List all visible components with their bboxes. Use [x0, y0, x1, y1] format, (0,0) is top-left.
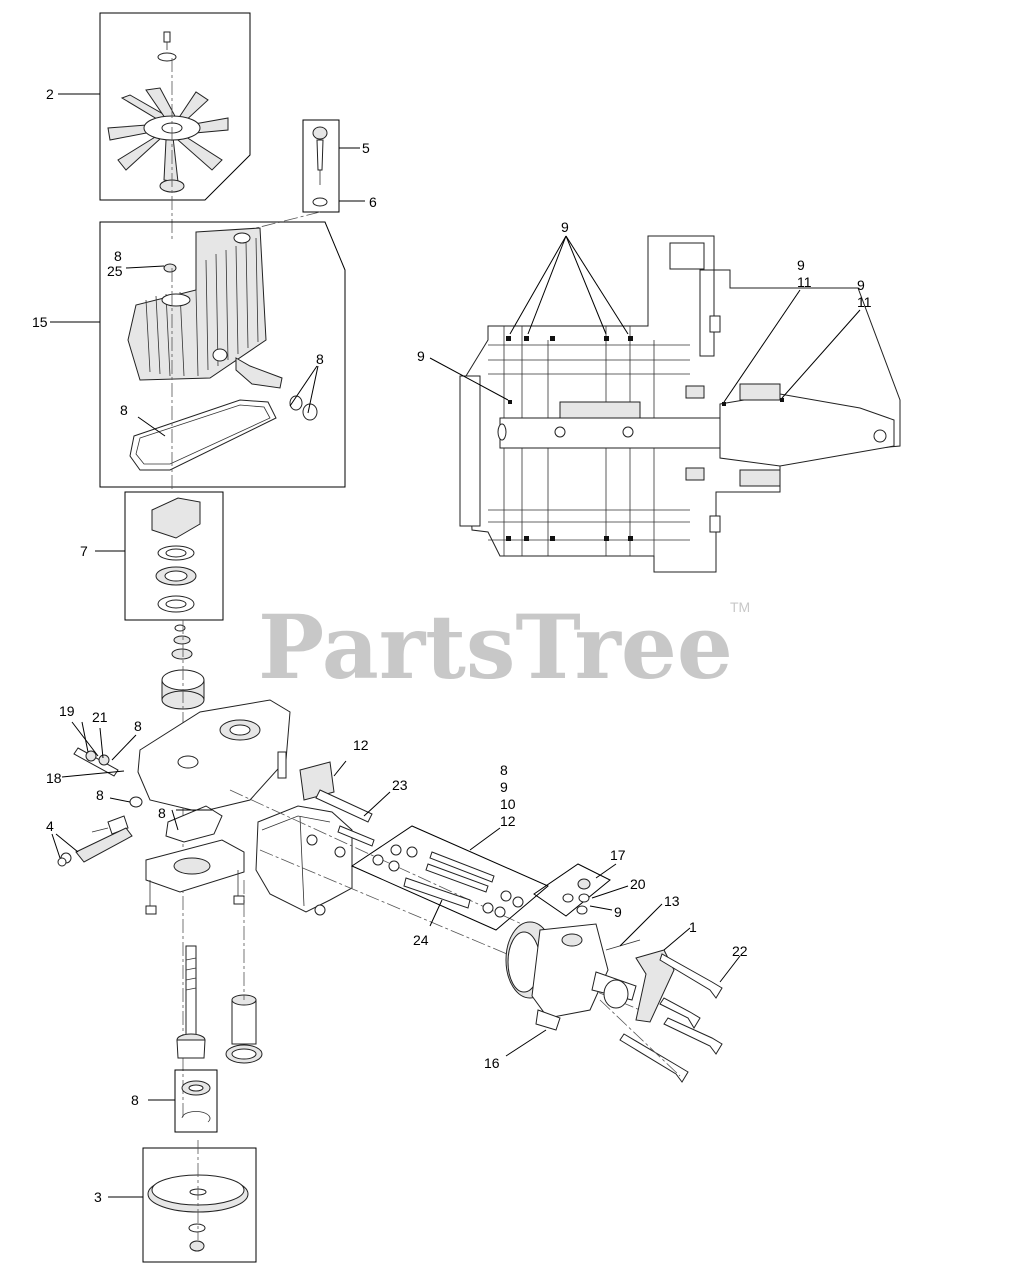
- callout-8-bypass: 8: [134, 718, 142, 734]
- callout-9-valve: 9: [614, 904, 622, 920]
- callout-1: 1: [689, 919, 697, 935]
- end-cap-bracket: [255, 805, 353, 913]
- callout-9-section-left: 9: [417, 348, 425, 364]
- bearing-kit: [95, 491, 224, 621]
- callout-8-valve: 8: [96, 787, 104, 803]
- callout-21: 21: [92, 709, 108, 725]
- callout-19: 19: [59, 703, 75, 719]
- dipstick-group-box: [302, 119, 340, 213]
- callout-3: 3: [94, 1189, 102, 1205]
- callout-4: 4: [46, 818, 54, 834]
- valve-kit-group-box: [533, 863, 611, 917]
- motor-mount: [229, 760, 641, 1011]
- callout-6: 6: [369, 194, 377, 210]
- pump-and-center-section: [51, 620, 291, 1120]
- input-shaft: [176, 945, 206, 1059]
- callout-23: 23: [392, 777, 408, 793]
- callout-5: 5: [362, 140, 370, 156]
- piston-seal-kit: [350, 825, 549, 931]
- housing-group-box: [99, 221, 346, 488]
- callout-12-bracket: 12: [353, 737, 369, 753]
- center-section: [137, 699, 291, 813]
- callout-group-8: 8: [500, 762, 508, 778]
- bearing-group-box: [124, 491, 224, 621]
- cross-section-view: [429, 235, 901, 573]
- pulley-group-box: [142, 1147, 257, 1263]
- callout-group-10: 10: [500, 796, 516, 812]
- oil-filter: [225, 994, 263, 1064]
- callout-16: 16: [484, 1055, 500, 1071]
- callout-13: 13: [664, 893, 680, 909]
- callout-group-9: 9: [500, 779, 508, 795]
- callout-22: 22: [732, 943, 748, 959]
- snap-ring-group-box: [174, 1069, 218, 1133]
- pulley-assembly: [108, 1140, 257, 1263]
- callout-11-section-bearing: 11: [797, 274, 812, 290]
- callout-8-seal: 8: [316, 351, 324, 367]
- valve-kit: [533, 863, 629, 917]
- housing-gasket: [129, 399, 277, 471]
- callout-8-housing: 8: [114, 248, 122, 264]
- callout-group-12: 12: [500, 813, 516, 829]
- watermark-text: PartsTree: [258, 595, 733, 699]
- callout-2: 2: [46, 86, 54, 102]
- wheel-motor-assembly: [505, 903, 741, 1083]
- callout-9-section-top: 9: [561, 219, 569, 235]
- watermark-trademark: TM: [730, 599, 750, 615]
- callout-7: 7: [80, 543, 88, 559]
- callout-9-section-bearing: 9: [797, 257, 805, 273]
- fan-group-box: [99, 12, 251, 201]
- callout-8-snapring: 8: [131, 1092, 139, 1108]
- callout-25: 25: [107, 263, 123, 279]
- callout-20: 20: [630, 876, 646, 892]
- callout-8-gasket: 8: [120, 402, 128, 418]
- bearing-snap-ring-kit: [148, 1069, 218, 1133]
- callout-17: 17: [610, 847, 626, 863]
- callout-9-section-axle: 9: [857, 277, 865, 293]
- callout-11-section-axle: 11: [857, 294, 872, 310]
- fan-assembly: [58, 12, 251, 240]
- callout-8-oring: 8: [158, 805, 166, 821]
- callout-18: 18: [46, 770, 62, 786]
- motor-housing: [531, 923, 609, 1019]
- housing-assembly: [50, 221, 346, 490]
- parts-tree-watermark: PartsTree TM: [258, 595, 750, 699]
- seal-kit-group-box: [350, 825, 549, 931]
- cooling-fan: [107, 87, 229, 183]
- dipstick-assembly: [239, 119, 365, 233]
- callout-15: 15: [32, 314, 48, 330]
- callout-24: 24: [413, 932, 429, 948]
- housing-cover: [127, 227, 267, 381]
